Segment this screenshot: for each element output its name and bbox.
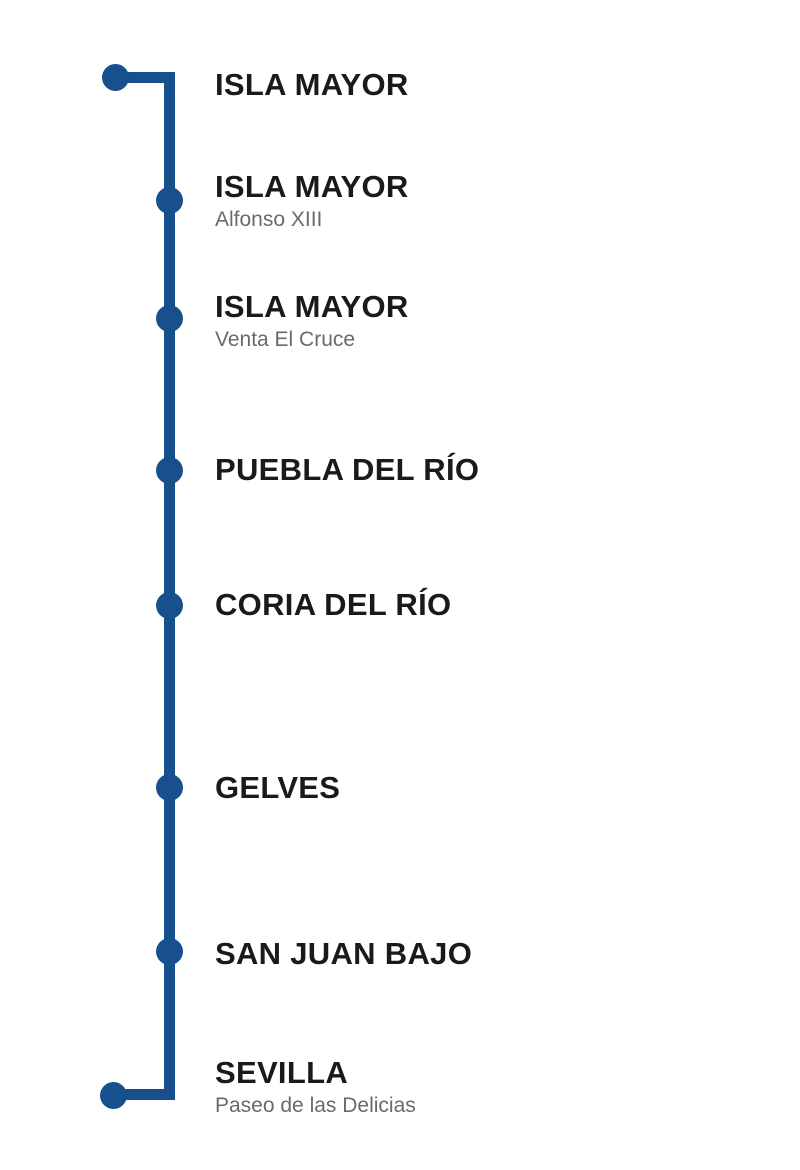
stop-name: GELVES: [215, 770, 341, 805]
stop-name: SEVILLA: [215, 1055, 349, 1090]
stop-dot: [156, 305, 183, 332]
stop-label: GELVES: [215, 769, 775, 807]
stop-dot: [156, 187, 183, 214]
stop-label: ISLA MAYOR Venta El Cruce: [215, 288, 775, 353]
terminal-stop-dot: [100, 1082, 127, 1109]
route-line-top-connector: [116, 72, 175, 83]
route-line-bottom-connector: [113, 1089, 175, 1100]
stop-subtitle: Venta El Cruce: [215, 328, 356, 351]
stop-name: ISLA MAYOR: [215, 289, 409, 324]
stop-label: SAN JUAN BAJO: [215, 935, 775, 973]
stop-label: ISLA MAYOR Alfonso XIII: [215, 168, 775, 233]
stop-name: SAN JUAN BAJO: [215, 936, 473, 971]
stop-dot: [156, 774, 183, 801]
stop-label: SEVILLA Paseo de las Delicias: [215, 1054, 775, 1119]
stop-name: ISLA MAYOR: [215, 169, 409, 204]
stop-subtitle: Paseo de las Delicias: [215, 1094, 416, 1117]
stop-subtitle: Alfonso XIII: [215, 208, 323, 231]
stop-name: CORIA DEL RÍO: [215, 587, 452, 622]
stop-dot: [156, 592, 183, 619]
stop-dot: [156, 457, 183, 484]
route-line: [164, 72, 175, 1099]
stop-name: PUEBLA DEL RÍO: [215, 452, 480, 487]
stop-label: PUEBLA DEL RÍO: [215, 451, 775, 489]
stop-name: ISLA MAYOR: [215, 67, 409, 102]
stop-dot: [156, 938, 183, 965]
stop-label: ISLA MAYOR: [215, 66, 775, 104]
stop-label: CORIA DEL RÍO: [215, 586, 775, 624]
terminal-stop-dot: [102, 64, 129, 91]
